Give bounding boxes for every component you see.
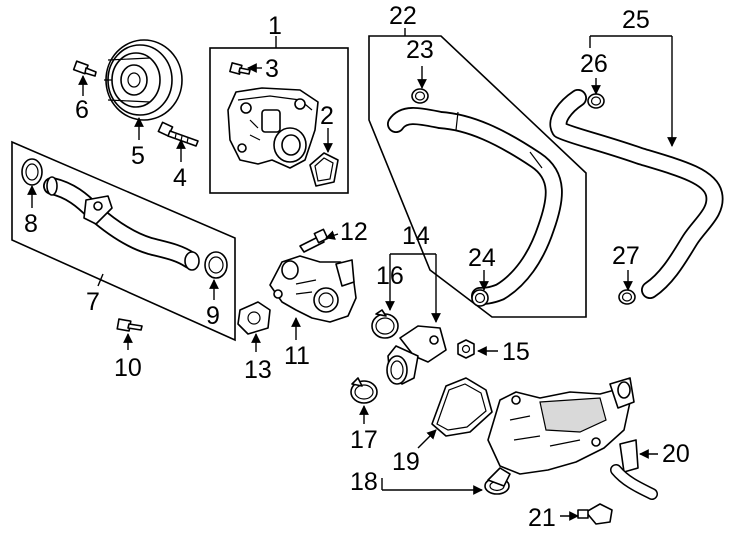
- callout-20: 20: [662, 440, 690, 468]
- coolant-pipe-part: [43, 176, 200, 271]
- callout-16: 16: [376, 262, 404, 290]
- bolt-12-part: [299, 228, 329, 253]
- clamp-16-part: [371, 309, 399, 339]
- callout-17: 17: [350, 426, 378, 454]
- thermostat-housing-part: [269, 255, 357, 323]
- water-pump-group-box: [209, 47, 349, 194]
- bracket-20-part: [610, 439, 658, 500]
- callout-22: 22: [389, 2, 417, 30]
- callout-27: 27: [612, 242, 640, 270]
- callout-18: 18: [350, 468, 378, 496]
- callout-19: 19: [392, 448, 420, 476]
- callout-13: 13: [244, 356, 272, 384]
- water-pump-part: [227, 87, 319, 169]
- callout-5: 5: [131, 142, 145, 170]
- callout-9: 9: [206, 302, 220, 330]
- callout-12: 12: [340, 218, 368, 246]
- bolt-10-part: [116, 318, 143, 332]
- callout-21: 21: [528, 504, 556, 532]
- callout-15: 15: [502, 338, 530, 366]
- pulley-part: [104, 39, 183, 121]
- callout-25: 25: [622, 6, 650, 34]
- callout-23: 23: [406, 36, 434, 64]
- callout-numbers: 1 2 3 4 5 6 7 8 9 10 11 12 13 14 15 16 1…: [24, 2, 690, 532]
- callout-2: 2: [320, 102, 334, 130]
- pipe-7-group-box: [11, 140, 236, 342]
- hose-22-part: [387, 107, 563, 305]
- callout-6: 6: [75, 96, 89, 124]
- callout-14: 14: [402, 222, 430, 250]
- thermostat-main-housing-part: [484, 377, 635, 495]
- o-ring-9-part: [204, 251, 228, 279]
- callout-24: 24: [468, 244, 496, 272]
- gasket-2-part: [309, 152, 339, 187]
- bolt-3-part: [229, 62, 251, 75]
- callout-8: 8: [24, 210, 38, 238]
- callout-4: 4: [173, 164, 187, 192]
- o-ring-8-part: [21, 158, 43, 186]
- callout-26: 26: [580, 50, 608, 78]
- hose-22-group-box: [368, 35, 587, 318]
- callout-11: 11: [284, 342, 310, 370]
- callout-3: 3: [265, 55, 279, 83]
- callout-7: 7: [86, 288, 100, 316]
- callout-10: 10: [114, 354, 142, 382]
- clamp-26-part: [587, 93, 605, 109]
- callout-1: 1: [268, 12, 282, 40]
- sensor-21-part: [577, 503, 613, 525]
- clamp-24-part: [471, 289, 489, 307]
- clamp-23-part: [411, 88, 429, 104]
- hose-25-part: [549, 89, 724, 299]
- bolt-4-part: [157, 121, 199, 147]
- clamp-17-part: [350, 377, 378, 404]
- water-outlet-14-part: [386, 325, 447, 385]
- gasket-13-part: [237, 301, 271, 335]
- gasket-19-part: [431, 377, 493, 437]
- leader-lines: [27, 28, 677, 521]
- bolt-6-part: [72, 60, 97, 77]
- clamp-27-part: [618, 289, 636, 305]
- nut-15-part: [457, 339, 475, 359]
